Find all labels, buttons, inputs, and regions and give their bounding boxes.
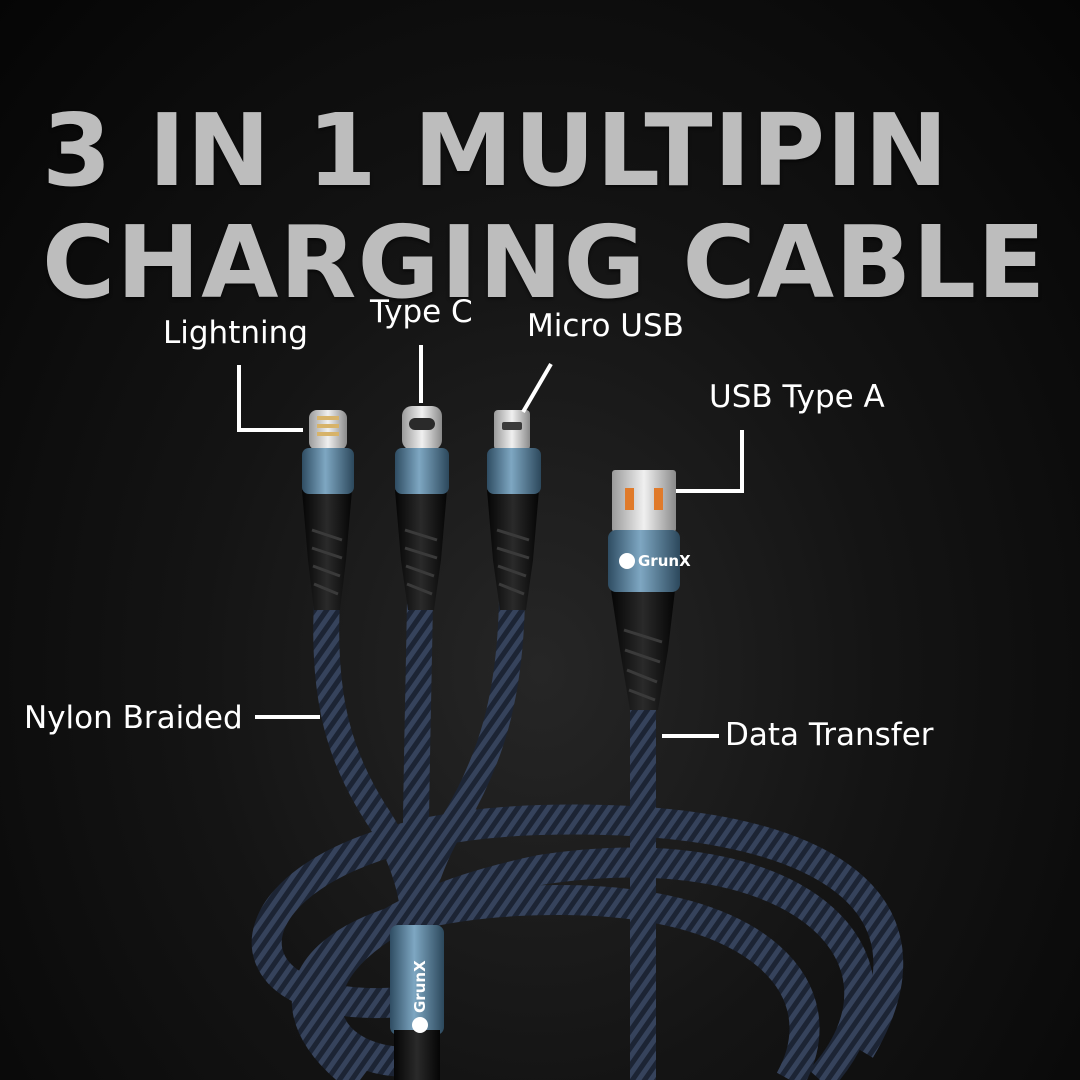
label-data-transfer: Data Transfer xyxy=(725,717,934,753)
usb-a-brand-logo: GrunX xyxy=(638,552,691,570)
callout-line-usb-type-a xyxy=(676,430,744,493)
label-micro-usb: Micro USB xyxy=(527,308,684,344)
label-nylon-braided: Nylon Braided xyxy=(24,700,243,736)
usb-type-a-connector: GrunX xyxy=(608,470,691,592)
braided-branches xyxy=(313,599,656,1080)
label-usb-type-a: USB Type A xyxy=(709,379,885,415)
micro-usb-connector xyxy=(487,410,541,494)
callout-line-micro-usb xyxy=(521,362,553,414)
callout-lines xyxy=(237,345,744,738)
strain-reliefs xyxy=(302,490,675,710)
headline: 3 IN 1 MULTIPIN CHARGING CABLE xyxy=(42,95,1062,319)
type-c-connector xyxy=(395,406,449,494)
cable-coil xyxy=(251,804,904,1080)
label-type-c: Type C xyxy=(370,294,473,330)
callout-line-lightning xyxy=(237,365,303,432)
label-lightning: Lightning xyxy=(163,315,308,351)
lightning-connector xyxy=(302,410,354,494)
splitter: GrunX xyxy=(390,925,444,1080)
headline-line-2: CHARGING CABLE xyxy=(42,204,1047,321)
splitter-brand-logo: GrunX xyxy=(411,960,429,1013)
relief-ridges xyxy=(311,528,663,702)
headline-line-1: 3 IN 1 MULTIPIN xyxy=(42,92,949,209)
